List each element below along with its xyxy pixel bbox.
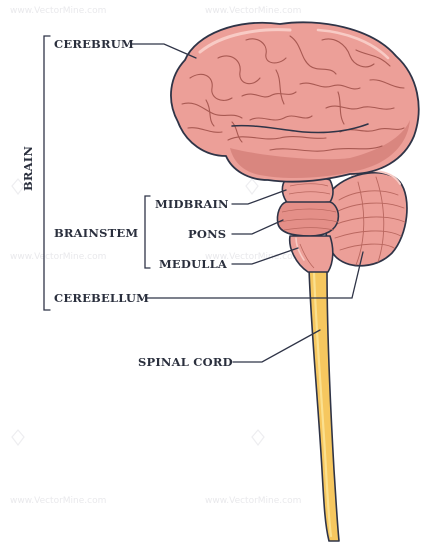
midbrain-pointer [231,189,287,205]
watermark-mid-right: www.VectorMine.com [205,252,302,262]
watermark-mark [251,429,265,446]
cerebellum-pointer [146,251,364,299]
watermark-bottom-left: www.VectorMine.com [10,496,107,506]
brainstem-shape [276,177,340,273]
cerebellum-shape [324,170,408,267]
label-cerebrum: CEREBRUM [54,37,134,51]
brain-bracket [43,35,51,311]
cerebrum-shape [170,21,420,183]
cerebrum-pointer [131,43,197,59]
watermark-top-left: www.VectorMine.com [10,6,107,16]
watermark-mid-left: www.VectorMine.com [10,252,107,262]
label-spinal-cord: SPINAL CORD [138,355,233,369]
label-medulla: MEDULLA [159,257,227,271]
medulla-pointer [231,247,299,265]
label-midbrain: MIDBRAIN [155,197,229,211]
pons-pointer [231,219,284,235]
label-leaders [43,35,364,363]
label-cerebellum: CEREBELLUM [54,291,150,305]
label-brain: BRAIN [21,145,35,191]
watermark-mark [245,178,259,195]
label-brainstem: BRAINSTEM [54,226,139,240]
brainstem-bracket [144,195,151,269]
watermark-top-right: www.VectorMine.com [205,6,302,16]
watermark-mark [11,178,25,195]
watermark-bottom-right: www.VectorMine.com [205,496,302,506]
spinal-cord-shape [308,267,340,542]
spinal-cord-pointer [232,329,321,363]
watermark-mark [11,429,25,446]
label-pons: PONS [188,227,227,241]
